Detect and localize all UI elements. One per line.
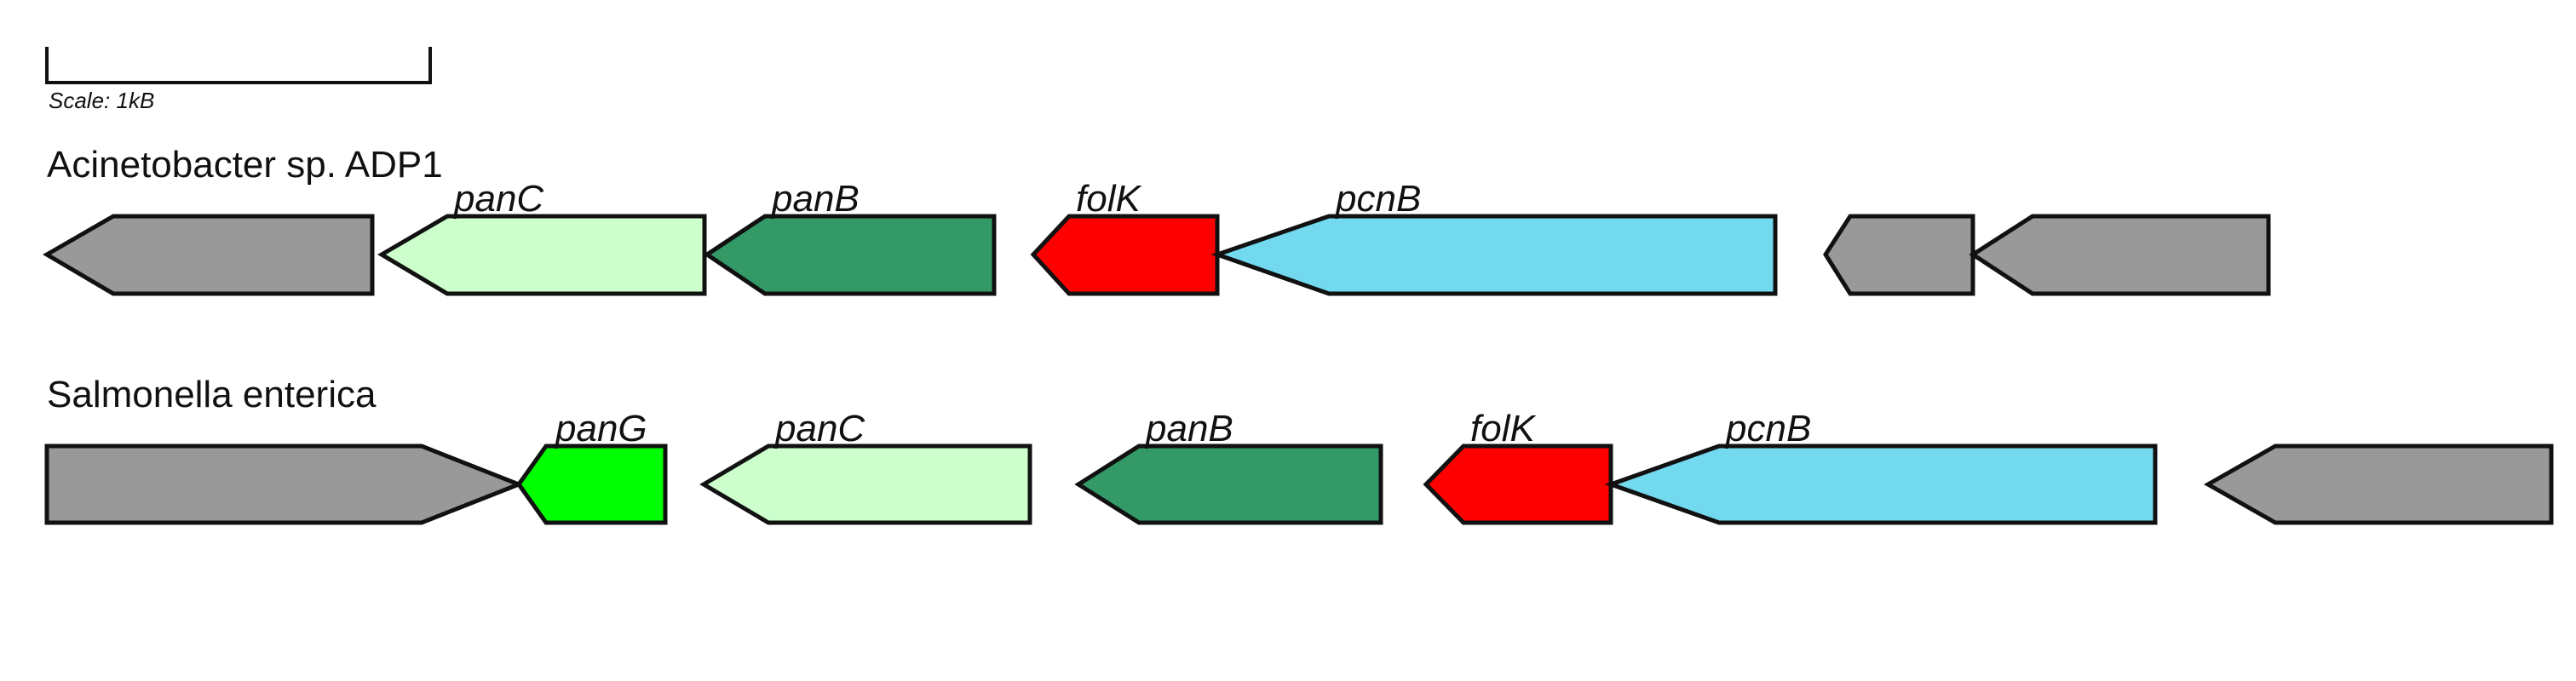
gene-label-folK: folK [1470, 408, 1536, 449]
gene-arrow-panC[interactable] [377, 214, 707, 296]
gene-arrow-panB[interactable] [703, 214, 997, 296]
gene-arrow-panC[interactable] [699, 444, 1032, 525]
gene-label-panC: panC [452, 178, 544, 220]
organism-label: Acinetobacter sp. ADP1 [47, 144, 443, 186]
gene-arrow-hypothetical[interactable] [2203, 444, 2554, 525]
gene-arrow-pcnB[interactable] [1210, 214, 1778, 296]
gene-label-panC: panC [773, 408, 865, 449]
gene-arrow-panB[interactable] [1074, 444, 1383, 525]
gene-label-folK: folK [1076, 178, 1141, 220]
gene-label-pcnB: pcnB [1334, 178, 1421, 220]
gene-arrow-hypothetical[interactable] [44, 444, 525, 525]
gene-label-panB: panB [1144, 408, 1233, 449]
gene-arrow-hypothetical[interactable] [43, 214, 375, 296]
gene-arrow-pcnB[interactable] [1604, 444, 2158, 525]
gene-label-pcnB: pcnB [1724, 408, 1811, 449]
gene-arrow-folK[interactable] [1030, 214, 1220, 296]
gene-arrow-panG[interactable] [515, 444, 668, 525]
track-acinetobacter: Acinetobacter sp. ADP1 panC panB folK pc… [43, 144, 2271, 296]
track-salmonella: Salmonella enterica panG panC panB folK … [44, 374, 2554, 525]
gene-arrow-hypothetical[interactable] [1823, 214, 1975, 296]
gene-label-panB: panB [770, 178, 860, 220]
gene-arrow-folK[interactable] [1423, 444, 1613, 525]
organism-label: Salmonella enterica [47, 374, 377, 415]
scale-label: Scale: 1kB [49, 88, 154, 113]
gene-label-panG: panG [554, 408, 647, 449]
scale-bar: Scale: 1kB [45, 47, 432, 113]
scale-bar-line [45, 47, 432, 84]
gene-arrow-hypothetical[interactable] [1969, 214, 2271, 296]
